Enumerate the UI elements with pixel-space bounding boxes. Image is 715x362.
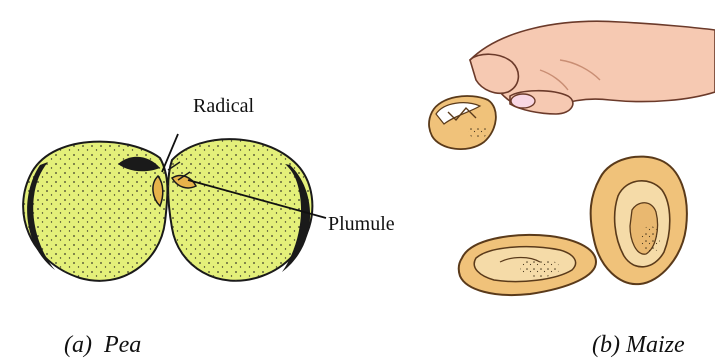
pea-right-cotyledon — [160, 120, 330, 300]
pea-seed: Radical Plumule — [0, 95, 395, 300]
maize-seed-section — [459, 235, 596, 295]
maize-seed-upright — [591, 157, 687, 285]
plumule-label: Plumule — [328, 213, 395, 235]
hand-icon — [470, 21, 715, 114]
caption-maize: (b) Maize — [592, 332, 685, 358]
maize-seed-held — [429, 96, 496, 149]
radical-label: Radical — [193, 95, 255, 117]
maize-seeds — [429, 21, 715, 295]
pea-left-cotyledon — [0, 120, 180, 300]
caption-pea: (a) Pea — [64, 332, 141, 358]
